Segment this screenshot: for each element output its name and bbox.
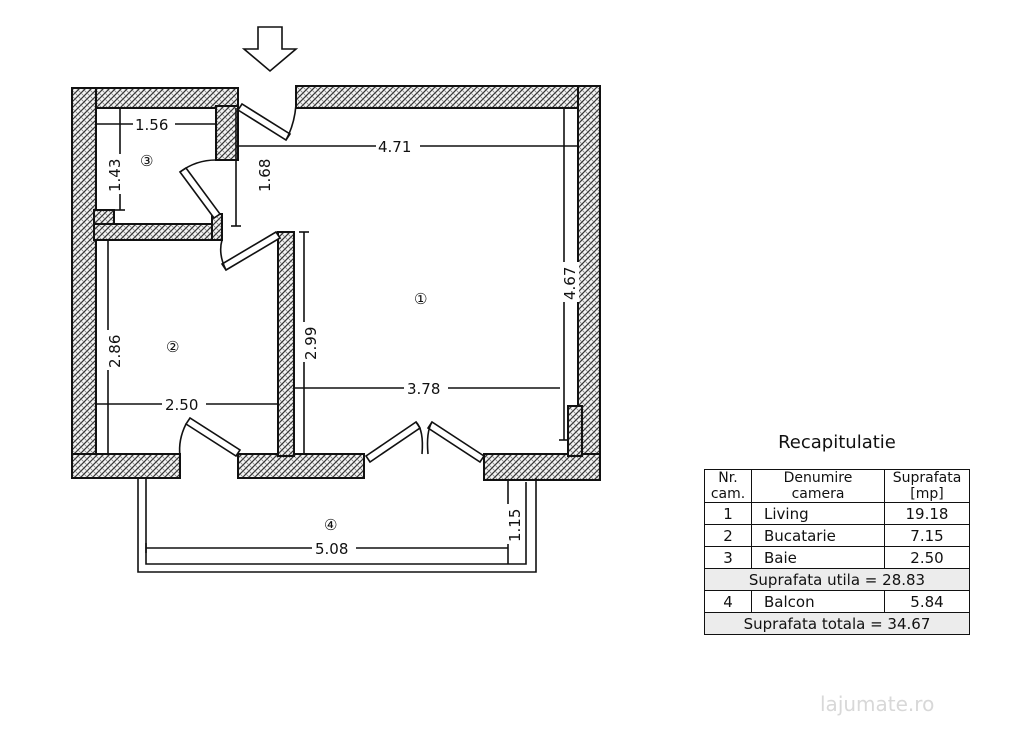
dim-balcon-width: 5.08 xyxy=(315,540,348,558)
suprafata-totala: Suprafata totala = 34.67 xyxy=(704,612,970,635)
watermark: lajumate.ro xyxy=(820,692,935,716)
row-nr: 3 xyxy=(704,546,752,569)
dim-hall-height: 1.68 xyxy=(256,159,274,192)
row-name: Bucatarie xyxy=(751,524,885,547)
dim-bucatarie-width: 2.50 xyxy=(165,396,198,414)
row-area: 19.18 xyxy=(884,502,970,525)
row-area: 2.50 xyxy=(884,546,970,569)
dim-baie-height: 1.43 xyxy=(106,159,124,192)
dim-living-wall-height: 2.99 xyxy=(302,327,320,360)
row-name: Living xyxy=(751,502,885,525)
room-number-balcon: ④ xyxy=(324,516,337,534)
row-name: Baie xyxy=(751,546,885,569)
balcony-outline xyxy=(137,478,537,573)
header-suprafata: Suprafata [mp] xyxy=(884,469,970,503)
table-row: 1 Living 19.18 xyxy=(704,502,970,525)
room-number-baie: ③ xyxy=(140,152,153,170)
row-name: Balcon xyxy=(751,590,885,613)
living-balcony-door xyxy=(364,420,486,464)
dim-living-width-2: 3.78 xyxy=(407,380,440,398)
dim-living-height: 4.67 xyxy=(561,267,579,300)
table-summary-row: Suprafata utila = 28.83 xyxy=(704,568,970,591)
row-nr: 2 xyxy=(704,524,752,547)
recap-panel: Recapitulatie Nr. cam. Denumire camera S… xyxy=(704,432,970,635)
recap-table: Nr. cam. Denumire camera Suprafata [mp] … xyxy=(704,469,970,635)
row-nr: 4 xyxy=(704,590,752,613)
table-header-row: Nr. cam. Denumire camera Suprafata [mp] xyxy=(704,469,970,503)
row-area: 5.84 xyxy=(884,590,970,613)
bathroom-door xyxy=(178,159,222,220)
table-row: 2 Bucatarie 7.15 xyxy=(704,524,970,547)
row-area: 7.15 xyxy=(884,524,970,547)
recap-title: Recapitulatie xyxy=(778,432,896,453)
dim-living-width: 4.71 xyxy=(378,138,411,156)
kitchen-balcony-door xyxy=(178,416,242,458)
row-nr: 1 xyxy=(704,502,752,525)
dim-balcon-height: 1.15 xyxy=(506,509,524,542)
dim-bucatarie-height: 2.86 xyxy=(106,335,124,368)
entrance-arrow-icon xyxy=(241,26,299,73)
table-row: 3 Baie 2.50 xyxy=(704,546,970,569)
header-denumire: Denumire camera xyxy=(751,469,885,503)
table-row: 4 Balcon 5.84 xyxy=(704,590,970,613)
exterior-walls xyxy=(71,85,601,481)
dimension-lines xyxy=(95,107,579,564)
room-number-bucatarie: ② xyxy=(166,338,179,356)
table-summary-row: Suprafata totala = 34.67 xyxy=(704,612,970,635)
suprafata-utila: Suprafata utila = 28.83 xyxy=(704,568,970,591)
entrance-door xyxy=(236,87,298,142)
room-number-living: ① xyxy=(414,290,427,308)
interior-walls xyxy=(93,105,295,457)
header-nr: Nr. cam. xyxy=(704,469,752,503)
dim-baie-width: 1.56 xyxy=(135,116,168,134)
kitchen-door xyxy=(219,230,282,272)
